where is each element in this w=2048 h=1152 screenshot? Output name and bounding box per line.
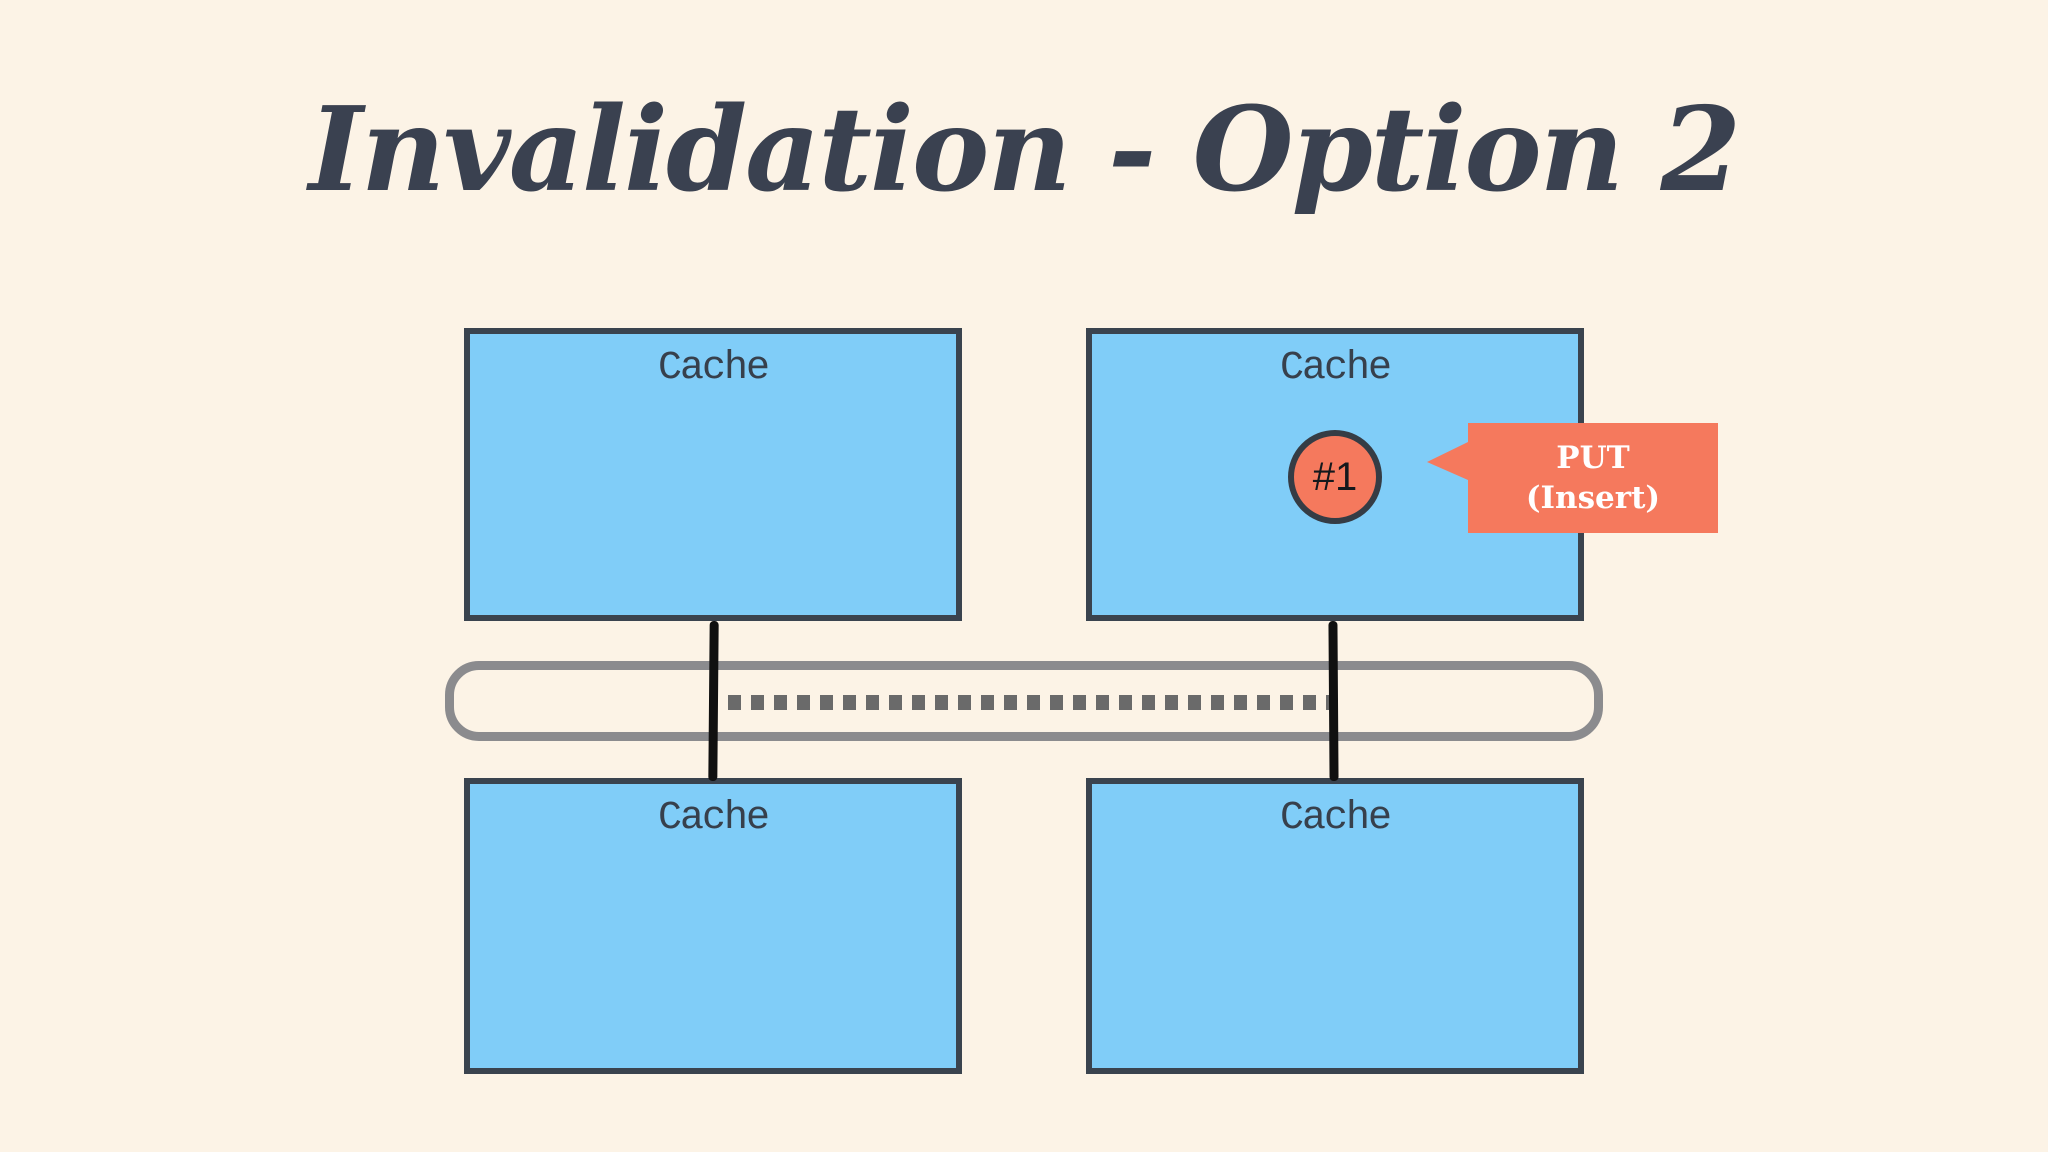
badge-pointer-icon	[1427, 442, 1468, 480]
connector-line-right	[1328, 620, 1339, 782]
bus-dashed-line	[728, 695, 1334, 710]
network-bus	[445, 661, 1603, 741]
badge-line-1: PUT	[1556, 440, 1630, 476]
cache-box-label: Cache	[657, 796, 770, 841]
put-insert-badge: PUT (Insert)	[1427, 423, 1718, 533]
step-1-marker: #1	[1288, 430, 1382, 524]
cache-box-label: Cache	[1279, 796, 1392, 841]
badge-line-2: (Insert)	[1525, 480, 1661, 516]
cache-box-label: Cache	[1279, 346, 1392, 391]
cache-box-label: Cache	[657, 346, 770, 391]
connector-line-left	[708, 620, 719, 782]
cache-box-top-left: Cache	[464, 328, 962, 621]
cache-box-bottom-right: Cache	[1086, 778, 1584, 1074]
cache-box-bottom-left: Cache	[464, 778, 962, 1074]
step-1-marker-label: #1	[1312, 454, 1358, 499]
slide-title: Invalidation - Option 2	[308, 82, 1741, 218]
